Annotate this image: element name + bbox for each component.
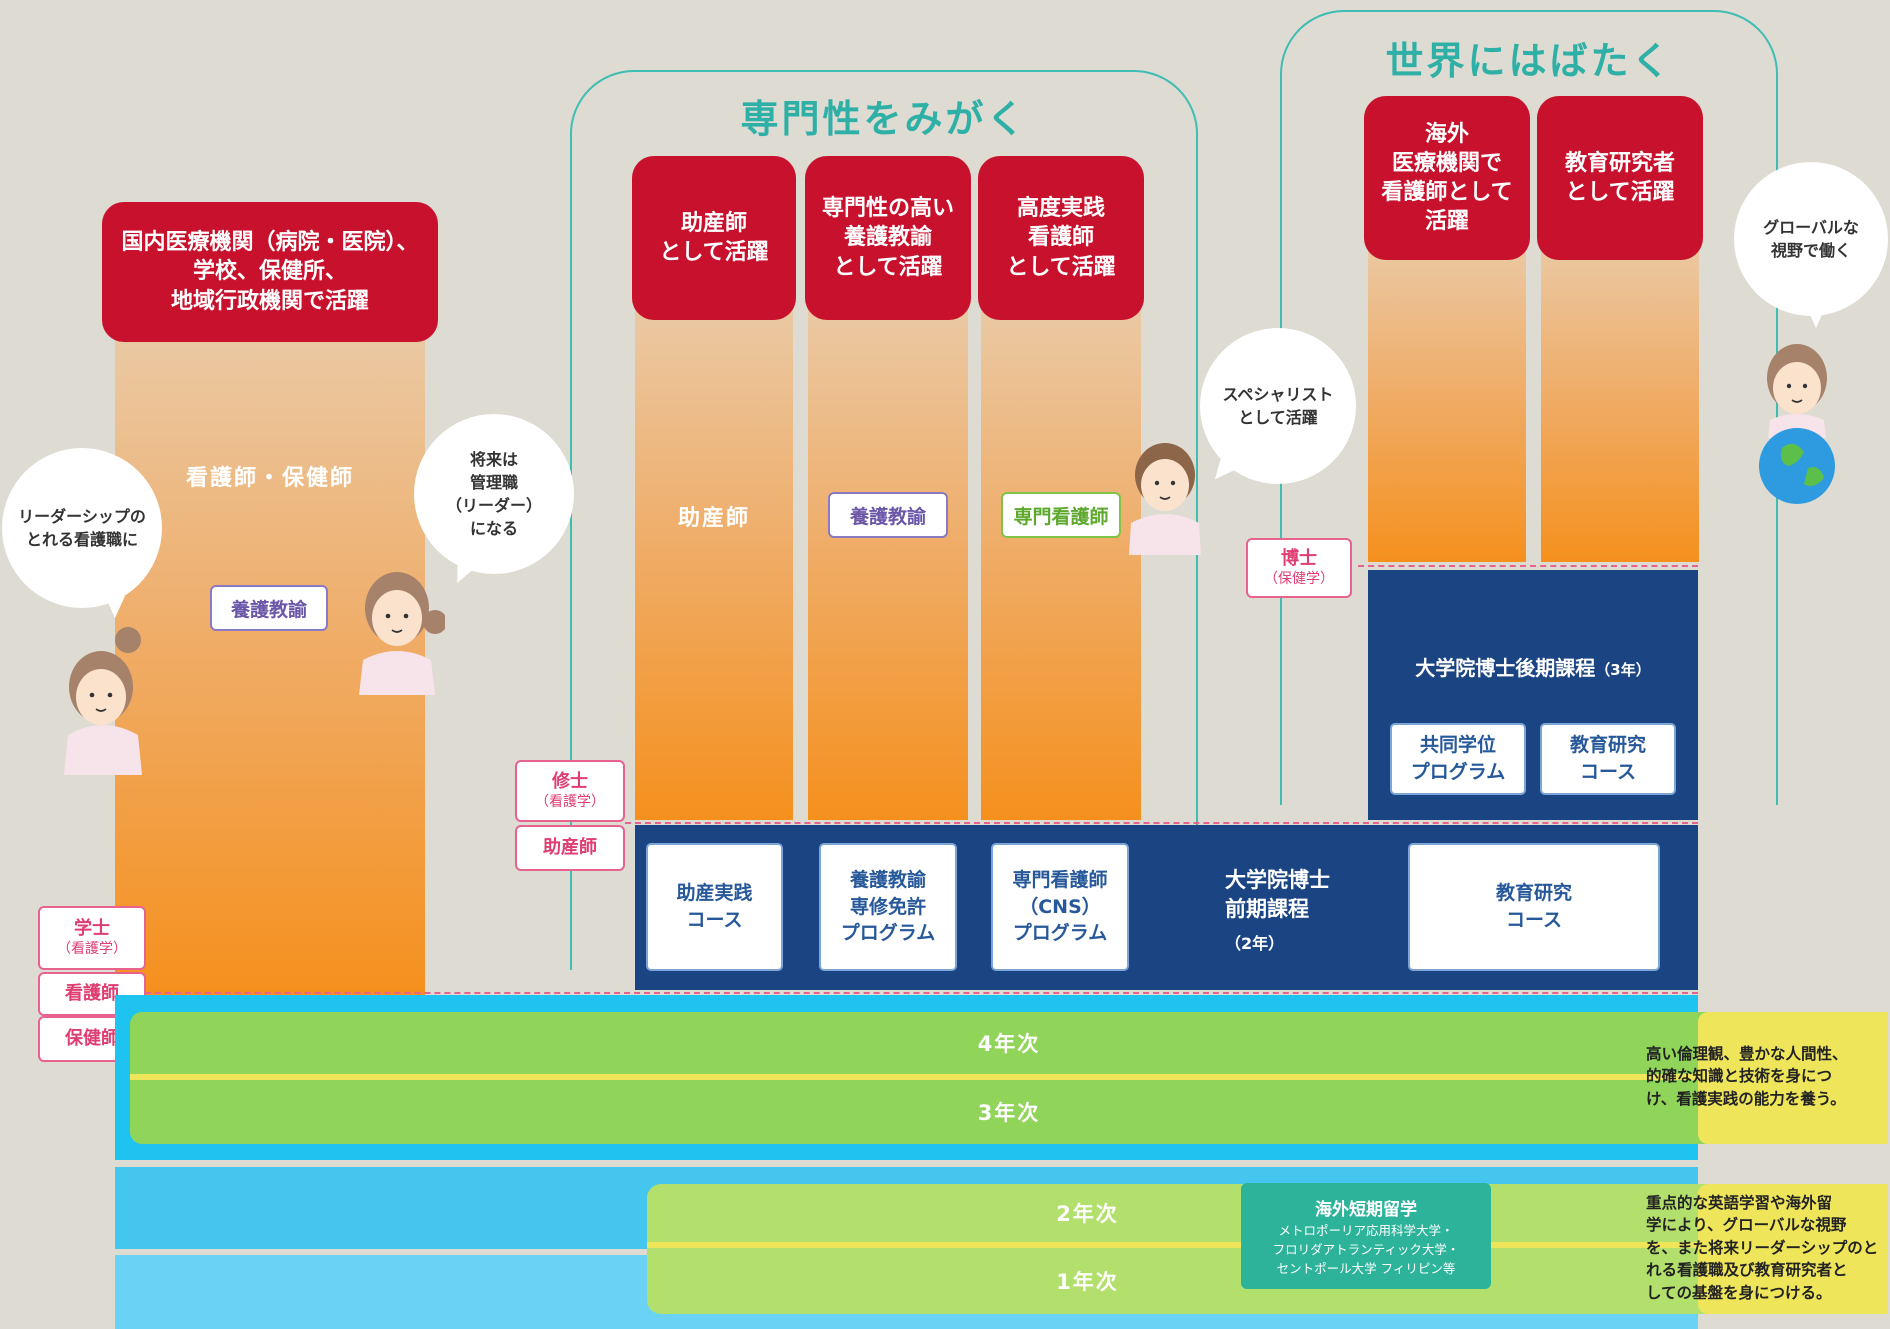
master-years: （2年） xyxy=(1225,934,1285,953)
doctoral-title-text: 大学院博士後期課程 xyxy=(1415,656,1596,680)
upper-note-bg xyxy=(1698,1012,1888,1144)
career-domestic: 国内医療機関（病院・医院）、 学校、保健所、 地域行政機関で活躍 xyxy=(102,202,438,342)
bubble-global: グローバルな 視野で働く xyxy=(1734,162,1888,316)
lower-years-note: 重点的な英語学習や海外留 学により、グローバルな視野 を、また将来リーダーシップ… xyxy=(1646,1194,1879,1302)
doctor-dash-line xyxy=(1358,565,1698,567)
study-abroad-box: 海外短期留学 メトロポーリア応用科学大学・ フロリダアトランティック大学・ セン… xyxy=(1241,1183,1491,1289)
doctoral-years: （3年） xyxy=(1595,661,1651,679)
specialty-arch xyxy=(570,70,1198,970)
doctoral-title: 大学院博士後期課程（3年） xyxy=(1368,652,1698,681)
doctoral-research-box: 教育研究 コース xyxy=(1540,723,1676,795)
joint-degree-box: 共同学位 プログラム xyxy=(1390,723,1526,795)
upper-years-note: 高い倫理観、豊かな人間性、 的確な知識と技術を身につ け、看護実践の能力を養う。 xyxy=(1646,1045,1848,1108)
lower-note-bg xyxy=(1698,1184,1888,1314)
year-divider xyxy=(130,1074,1888,1080)
bubble-manager: 将来は 管理職 （リーダー） になる xyxy=(414,414,574,574)
career-midwife: 助産師 として活躍 xyxy=(632,156,796,320)
doctor-degree-label: 博士（保健学） xyxy=(1246,538,1352,598)
midwife-license-label: 助産師 xyxy=(515,825,625,871)
bubble-leadership-tail xyxy=(105,596,125,618)
nurse-person-left-icon xyxy=(64,627,142,775)
bachelor-degree-sub: （看護学） xyxy=(57,940,127,957)
career-researcher: 教育研究者 として活躍 xyxy=(1537,96,1703,260)
career-overseas: 海外 医療機関で 看護師として 活躍 xyxy=(1364,96,1530,260)
yogo-tag-left: 養護教諭 xyxy=(210,585,328,631)
master-degree-sub: （看護学） xyxy=(535,793,605,810)
bachelor-dash-line xyxy=(145,992,1698,994)
career-school-nurse: 専門性の高い 養護教諭 として活躍 xyxy=(805,156,971,320)
global-arch-title: 世界にはばたく xyxy=(1385,39,1673,83)
bubble-specialist: スペシャリスト として活躍 xyxy=(1200,328,1356,484)
yogo-tag-mid: 養護教諭 xyxy=(828,492,948,538)
year3-bar: 3年次 xyxy=(130,1080,1888,1144)
nurse-person-mid-icon xyxy=(359,572,445,695)
career-advanced: 高度実践 看護師 として活躍 xyxy=(978,156,1144,320)
master-title: 大学院博士 前期課程 xyxy=(1225,868,1330,922)
school-nurse-column xyxy=(808,300,968,820)
nurse-column-label: 看護師・保健師 xyxy=(185,466,354,491)
yogo-program-box: 養護教諭 専修免許 プログラム xyxy=(819,843,957,971)
nurse-person-specialist-icon xyxy=(1129,443,1201,555)
bubble-leadership: リーダーシップの とれる看護職に xyxy=(2,448,162,608)
cns-tag: 専門看護師 xyxy=(1001,492,1121,538)
researcher-column xyxy=(1541,240,1699,562)
doctor-degree-sub: （保健学） xyxy=(1264,570,1334,587)
overseas-column xyxy=(1368,240,1526,562)
year4-bar: 4年次 xyxy=(130,1012,1888,1074)
study-abroad-title: 海外短期留学 xyxy=(1315,1200,1417,1220)
doctor-degree-text: 博士 xyxy=(1281,548,1317,569)
advanced-column xyxy=(981,300,1141,820)
bubble-global-tail xyxy=(1806,306,1826,328)
specialty-arch-title: 専門性をみがく xyxy=(740,97,1028,141)
master-research-box: 教育研究 コース xyxy=(1408,843,1660,971)
bachelor-degree-text: 学士 xyxy=(74,918,110,939)
midwife-column xyxy=(635,300,793,820)
master-degree-text: 修士 xyxy=(552,771,588,792)
midwife-column-label: 助産師 xyxy=(677,506,750,531)
cns-program-box: 専門看護師 （CNS） プログラム xyxy=(991,843,1129,971)
study-abroad-detail: メトロポーリア応用科学大学・ フロリダアトランティック大学・ セントポール大学 … xyxy=(1272,1223,1460,1276)
midwife-course-box: 助産実践 コース xyxy=(646,843,783,971)
master-degree-label: 修士（看護学） xyxy=(515,760,625,822)
master-dash-line xyxy=(625,822,1698,824)
globe-person-icon xyxy=(1759,344,1835,504)
bachelor-degree-label: 学士（看護学） xyxy=(38,906,146,970)
